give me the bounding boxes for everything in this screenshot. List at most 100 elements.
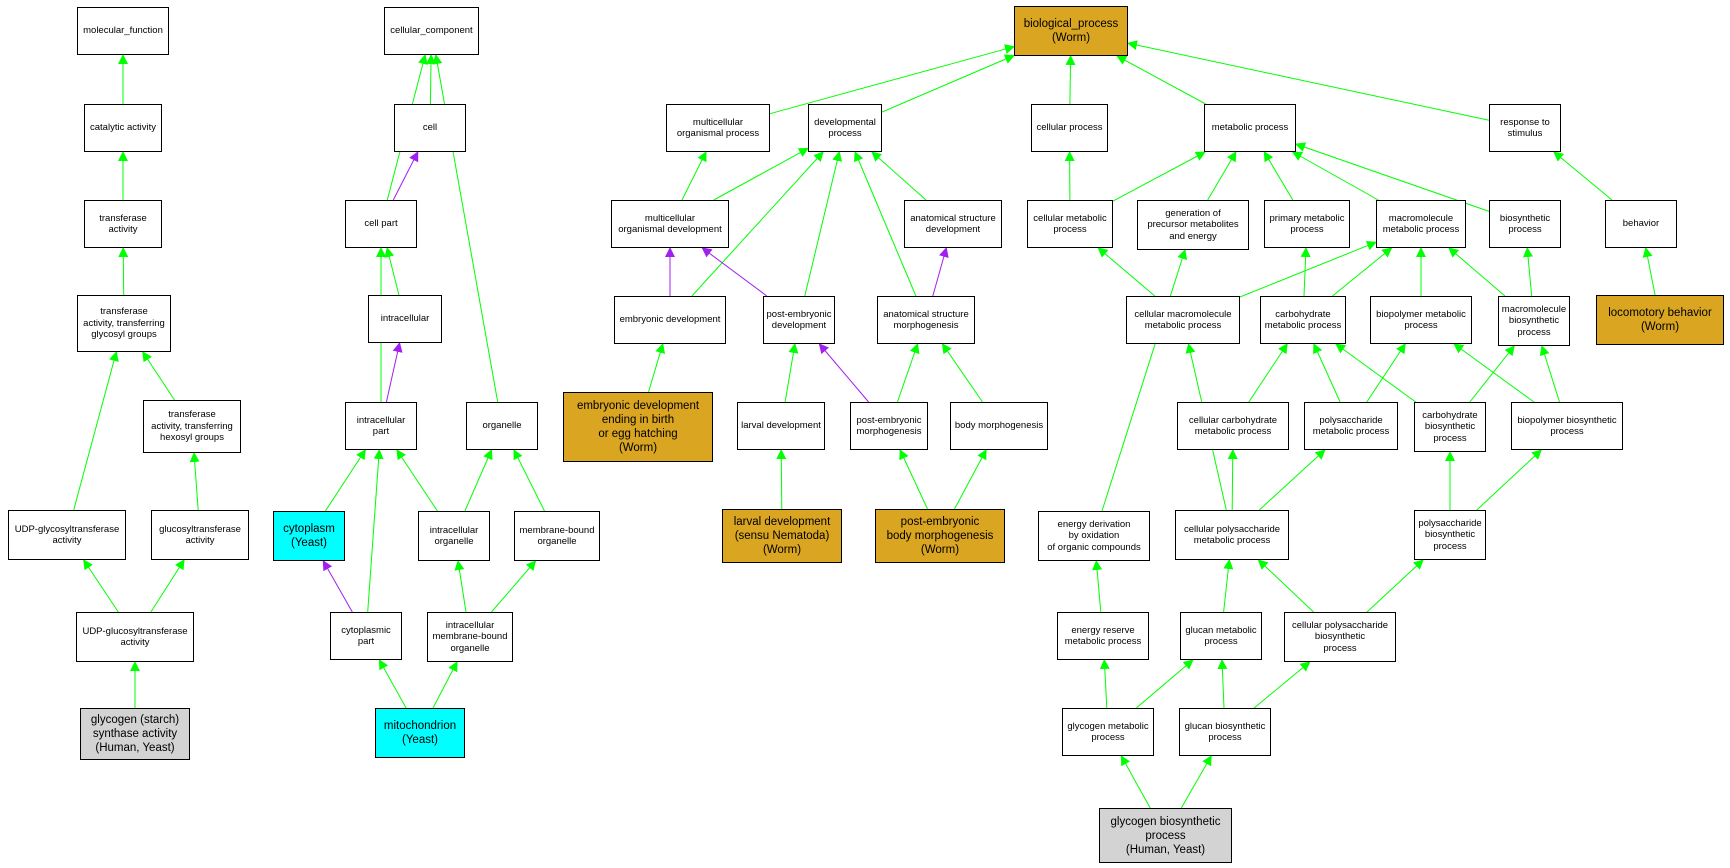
node-cellular-process[interactable]: cellular process: [1031, 104, 1108, 152]
node-polysaccharide-biosynthetic[interactable]: polysaccharide biosynthetic process: [1414, 510, 1486, 560]
edge-udp_glucosyl-to-udp_glycosyl: [83, 559, 119, 613]
node-intracellular[interactable]: intracellular: [368, 295, 442, 343]
node-glucan-biosynthetic[interactable]: glucan biosynthetic process: [1179, 708, 1271, 756]
node-cytoplasm[interactable]: cytoplasm (Yeast): [273, 511, 345, 561]
node-biosynthetic-process[interactable]: biosynthetic process: [1489, 200, 1561, 248]
node-label: membrane-bound organelle: [519, 524, 595, 548]
node-label: biopolymer biosynthetic process: [1517, 414, 1617, 438]
node-intracellular-organelle[interactable]: intracellular organelle: [418, 511, 490, 561]
node-label: glucan metabolic process: [1185, 624, 1257, 648]
edge-carbohydrate_metabolic-to-primary_metabolic_process: [1300, 247, 1311, 297]
node-label: body morphogenesis: [954, 420, 1044, 432]
node-locomotory-behavior[interactable]: locomotory behavior (Worm): [1596, 295, 1724, 345]
node-label: biosynthetic process: [1499, 212, 1551, 236]
node-developmental-process[interactable]: developmental process: [808, 104, 882, 152]
edge-mitochondrion-to-cytoplasmic_part: [378, 659, 407, 709]
node-molecular-function[interactable]: molecular_function: [77, 7, 169, 55]
node-biopolymer-metabolic[interactable]: biopolymer metabolic process: [1370, 296, 1472, 344]
node-cellular-metabolic-process[interactable]: cellular metabolic process: [1027, 200, 1113, 248]
node-embryonic-development[interactable]: embryonic development: [614, 296, 726, 344]
node-udp-glycosyl[interactable]: UDP-glycosyltransferase activity: [8, 510, 126, 560]
node-mitochondrion[interactable]: mitochondrion (Yeast): [375, 708, 465, 758]
node-transferase-activity[interactable]: transferase activity: [84, 200, 162, 248]
node-label: polysaccharide metabolic process: [1312, 414, 1390, 438]
node-polysaccharide-metabolic[interactable]: polysaccharide metabolic process: [1304, 402, 1398, 450]
edge-glucan_biosynthetic-to-cellular_polysaccharide_biosynthetic: [1253, 661, 1311, 709]
node-intracellular-part[interactable]: intracellular part: [345, 402, 417, 450]
edge-anatomical_structure_development-to-developmental_process: [871, 151, 927, 201]
edge-glycogen_metabolic-to-energy_reserve_metabolic: [1099, 659, 1110, 709]
edge-carbohydrate_biosynthetic-to-macromolecule_biosynthetic: [1469, 345, 1515, 403]
node-label: multicellular organismal process: [676, 116, 760, 140]
node-body-morphogenesis[interactable]: body morphogenesis: [950, 402, 1048, 450]
node-cellular-macromolecule-metabolic[interactable]: cellular macromolecule metabolic process: [1126, 296, 1240, 344]
node-post-embryonic-morphogenesis[interactable]: post-embryonic morphogenesis: [850, 402, 928, 450]
edge-carbohydrate_biosynthetic-to-carbohydrate_metabolic: [1335, 343, 1416, 403]
node-transferase-hexosyl[interactable]: transferase activity, transferring hexos…: [143, 400, 241, 453]
edge-udp_glucosyl-to-glucosyltransferase: [150, 559, 185, 613]
node-generation-precursor[interactable]: generation of precursor metabolites and …: [1137, 200, 1249, 250]
edge-larval_development-to-post_embryonic_development: [784, 343, 799, 403]
node-glucan-metabolic[interactable]: glucan metabolic process: [1180, 612, 1262, 660]
edge-intracellular_organelle-to-intracellular_part: [396, 449, 438, 512]
node-larval-development-nematoda[interactable]: larval development (sensu Nematoda) (Wor…: [722, 509, 842, 563]
node-membrane-bound-organelle[interactable]: membrane-bound organelle: [514, 511, 600, 561]
node-anatomical-structure-morphogenesis[interactable]: anatomical structure morphogenesis: [877, 296, 975, 344]
edge-post_embryonic_body_morphogenesis-to-body_morphogenesis: [954, 449, 987, 510]
node-anatomical-structure-development[interactable]: anatomical structure development: [904, 200, 1002, 248]
node-glycogen-synthase[interactable]: glycogen (starch) synthase activity (Hum…: [80, 708, 190, 760]
node-energy-reserve-metabolic[interactable]: energy reserve metabolic process: [1057, 612, 1149, 660]
node-label: cell: [422, 122, 438, 134]
node-label: glucosyltransferase activity: [159, 523, 241, 547]
edge-cell_part-to-cell: [392, 151, 419, 201]
node-macromolecule-metabolic-process[interactable]: macromolecule metabolic process: [1376, 200, 1466, 248]
node-embryonic-ending-birth[interactable]: embryonic development ending in birth or…: [563, 392, 713, 462]
node-label: transferase activity, transferring glyco…: [83, 306, 165, 341]
node-multicellular-organismal-process[interactable]: multicellular organismal process: [666, 104, 770, 152]
node-biopolymer-biosynthetic[interactable]: biopolymer biosynthetic process: [1511, 402, 1623, 450]
node-label: glycogen biosynthetic process (Human, Ye…: [1110, 815, 1221, 856]
node-catalytic-activity[interactable]: catalytic activity: [84, 104, 162, 152]
node-label: cytoplasm (Yeast): [283, 523, 335, 549]
node-label: primary metabolic process: [1269, 212, 1345, 236]
node-label: larval development: [741, 420, 821, 432]
node-metabolic-process[interactable]: metabolic process: [1204, 104, 1296, 152]
node-larval-development[interactable]: larval development: [737, 402, 825, 450]
node-cellular-carbohydrate-metabolic[interactable]: cellular carbohydrate metabolic process: [1177, 402, 1289, 450]
edge-transferase_glycosyl-to-transferase_activity: [118, 247, 129, 296]
edge-intracellular_part-to-intracellular: [385, 342, 403, 403]
node-carbohydrate-biosynthetic[interactable]: carbohydrate biosynthetic process: [1414, 402, 1486, 452]
node-cell[interactable]: cell: [394, 104, 466, 152]
node-label: carbohydrate biosynthetic process: [1422, 409, 1478, 444]
node-transferase-glycosyl[interactable]: transferase activity, transferring glyco…: [77, 295, 171, 352]
node-multicellular-organismal-development[interactable]: multicellular organismal development: [611, 200, 729, 248]
node-behavior[interactable]: behavior: [1605, 200, 1677, 248]
node-post-embryonic-development[interactable]: post-embryonic development: [763, 296, 835, 344]
node-macromolecule-biosynthetic[interactable]: macromolecule biosynthetic process: [1498, 296, 1570, 346]
node-primary-metabolic-process[interactable]: primary metabolic process: [1264, 200, 1350, 248]
node-organelle[interactable]: organelle: [466, 402, 538, 450]
node-label: intracellular organelle: [429, 524, 479, 548]
node-cellular-polysaccharide-biosynthetic[interactable]: cellular polysaccharide biosynthetic pro…: [1284, 612, 1396, 662]
node-label: energy derivation by oxidation of organi…: [1047, 518, 1141, 553]
node-post-embryonic-body-morphogenesis[interactable]: post-embryonic body morphogenesis (Worm): [875, 509, 1005, 563]
edge-larval_development_nematoda-to-larval_development: [776, 449, 787, 510]
node-biological-process[interactable]: biological_process (Worm): [1014, 6, 1128, 56]
node-carbohydrate-metabolic[interactable]: carbohydrate metabolic process: [1260, 296, 1346, 344]
node-glycogen-biosynthetic[interactable]: glycogen biosynthetic process (Human, Ye…: [1099, 808, 1232, 863]
node-energy-derivation[interactable]: energy derivation by oxidation of organi…: [1038, 511, 1150, 561]
node-label: transferase activity, transferring hexos…: [151, 409, 233, 444]
node-response-to-stimulus[interactable]: response to stimulus: [1489, 104, 1561, 152]
node-intracellular-mb-organelle[interactable]: intracellular membrane-bound organelle: [427, 612, 513, 662]
node-cell-part[interactable]: cell part: [345, 200, 417, 248]
node-glucosyltransferase[interactable]: glucosyltransferase activity: [151, 510, 249, 560]
node-udp-glucosyl[interactable]: UDP-glucosyltransferase activity: [76, 612, 194, 662]
edge-intracellular_mb_organelle-to-membrane_bound_organelle: [491, 560, 537, 613]
node-cytoplasmic-part[interactable]: cytoplasmic part: [330, 612, 402, 660]
node-glycogen-metabolic[interactable]: glycogen metabolic process: [1062, 708, 1154, 756]
edge-post_embryonic_development-to-multicellular_organismal_development: [701, 247, 768, 297]
node-cellular-component[interactable]: cellular_component: [384, 7, 479, 55]
node-label: cellular macromolecule metabolic process: [1134, 308, 1232, 332]
node-cellular-polysaccharide-metabolic[interactable]: cellular polysaccharide metabolic proces…: [1175, 510, 1289, 560]
edge-intracellular_mb_organelle-to-intracellular_organelle: [454, 560, 467, 613]
